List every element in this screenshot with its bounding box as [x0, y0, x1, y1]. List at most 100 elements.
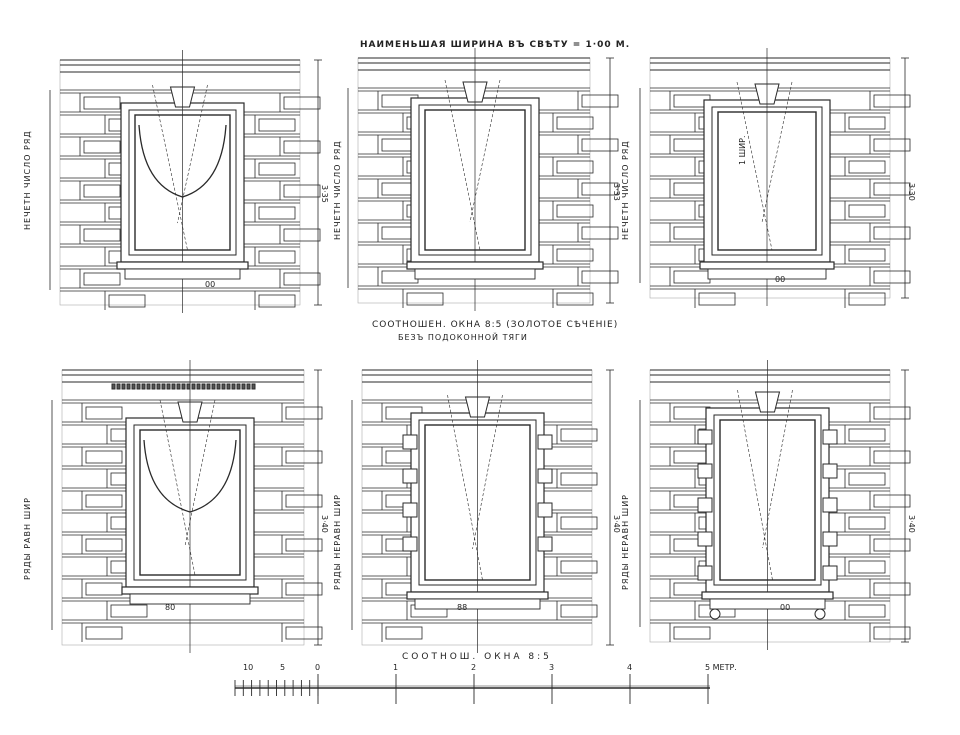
panel-frame — [361, 369, 593, 646]
dentil — [116, 383, 121, 390]
diagonal-line — [762, 389, 793, 549]
stone-block — [873, 94, 911, 108]
stone-block — [873, 182, 911, 196]
diagonal-line — [761, 81, 793, 223]
construction-lines — [736, 81, 793, 251]
diagonal-line — [447, 394, 483, 581]
stone-block — [283, 184, 321, 198]
sill-mark: 00 — [205, 280, 215, 289]
dentil — [251, 383, 256, 390]
window-sill — [121, 586, 259, 595]
cornice — [358, 57, 590, 71]
quoin-left — [697, 429, 713, 445]
dentil — [126, 383, 131, 390]
dentil — [181, 383, 186, 390]
dentil — [166, 383, 171, 390]
dentil — [151, 383, 156, 390]
height-dimension-label: 3·40 — [320, 515, 329, 533]
courses-label: НЕЧЕТН ЧИСЛО РЯД — [621, 140, 630, 240]
stone-block — [85, 626, 123, 640]
window-sill — [406, 591, 549, 600]
quoin-right — [822, 497, 838, 513]
stone-block — [258, 162, 296, 176]
stone-block — [381, 270, 419, 284]
height-dimension-label: 3·40 — [612, 515, 621, 533]
cornice — [362, 369, 592, 383]
dentil — [246, 383, 251, 390]
panel-frame — [649, 369, 891, 643]
stone-block — [85, 494, 123, 508]
stone-block — [83, 272, 121, 286]
height-dimension — [901, 57, 909, 299]
construction-lines — [737, 389, 793, 581]
sill-mark: 00 — [780, 603, 790, 612]
stone-block — [258, 206, 296, 220]
stone-block — [283, 228, 321, 242]
stone-block — [848, 116, 886, 130]
dentil — [206, 383, 211, 390]
dentil — [121, 383, 126, 390]
cornice — [60, 59, 300, 73]
stone-block — [581, 138, 619, 152]
stone-block — [85, 582, 123, 596]
stone-block — [556, 292, 594, 306]
window-sill — [116, 261, 249, 270]
stone-block — [283, 96, 321, 110]
stone-block — [673, 626, 711, 640]
dentil — [236, 383, 241, 390]
stone-block — [556, 248, 594, 262]
height-dimension — [606, 57, 614, 304]
stone-block — [85, 406, 123, 420]
stone-block — [108, 294, 146, 308]
sill-apron — [129, 593, 251, 605]
quoin-right — [537, 502, 553, 518]
height-dimension-label: 3·33 — [612, 183, 621, 201]
stone-block — [560, 516, 598, 530]
dentil — [241, 383, 246, 390]
stone-block — [581, 226, 619, 240]
stone-block — [258, 118, 296, 132]
height-dimension — [314, 369, 322, 646]
stone-block — [873, 226, 911, 240]
quoins — [402, 434, 553, 552]
window-sill — [701, 591, 834, 600]
stone-block — [848, 248, 886, 262]
courses-label: РЯДЫ РАВН ШИР — [23, 497, 32, 580]
stone-block — [560, 560, 598, 574]
caption-no-sill-band: БЕЗЪ ПОДОКОННОЙ ТЯГИ — [398, 333, 528, 342]
scale-label: 3 — [549, 663, 554, 672]
dentil — [131, 383, 136, 390]
stone-block — [673, 270, 711, 284]
caption-proportion-golden: СООТНОШЕН. ОКНА 8:5 (ЗОЛОТОЕ СѢЧЕНІЕ) — [372, 320, 619, 330]
stone-block — [560, 604, 598, 618]
courses-label: НЕЧЕТН ЧИСЛО РЯД — [333, 140, 342, 240]
scale-minor-label: 5 — [280, 663, 285, 672]
console-right — [814, 608, 826, 620]
quoin-right — [537, 536, 553, 552]
dentil — [186, 383, 191, 390]
diagonal-line — [737, 389, 773, 581]
sill-apron — [414, 268, 536, 280]
quoin-left — [697, 565, 713, 581]
scale-label: 4 — [627, 663, 632, 672]
scale-label: 2 — [471, 663, 476, 672]
scale-minor-label: 10 — [243, 663, 253, 672]
diagonal-line — [444, 79, 481, 251]
height-dimension-label: 3·30 — [907, 183, 916, 201]
stone-block — [83, 228, 121, 242]
height-dimension-label: 3·35 — [320, 185, 329, 203]
quoin-right — [537, 434, 553, 450]
height-dimension — [314, 59, 322, 306]
scale-label: 1 — [393, 663, 398, 672]
window-panel-2: 3·33 НЕЧЕТН ЧИСЛО РЯД — [333, 48, 621, 311]
cornice — [650, 57, 890, 71]
stone-block — [873, 538, 911, 552]
quoin-left — [697, 497, 713, 513]
quoin-left — [697, 531, 713, 547]
stone-block — [285, 450, 323, 464]
dentil — [226, 383, 231, 390]
